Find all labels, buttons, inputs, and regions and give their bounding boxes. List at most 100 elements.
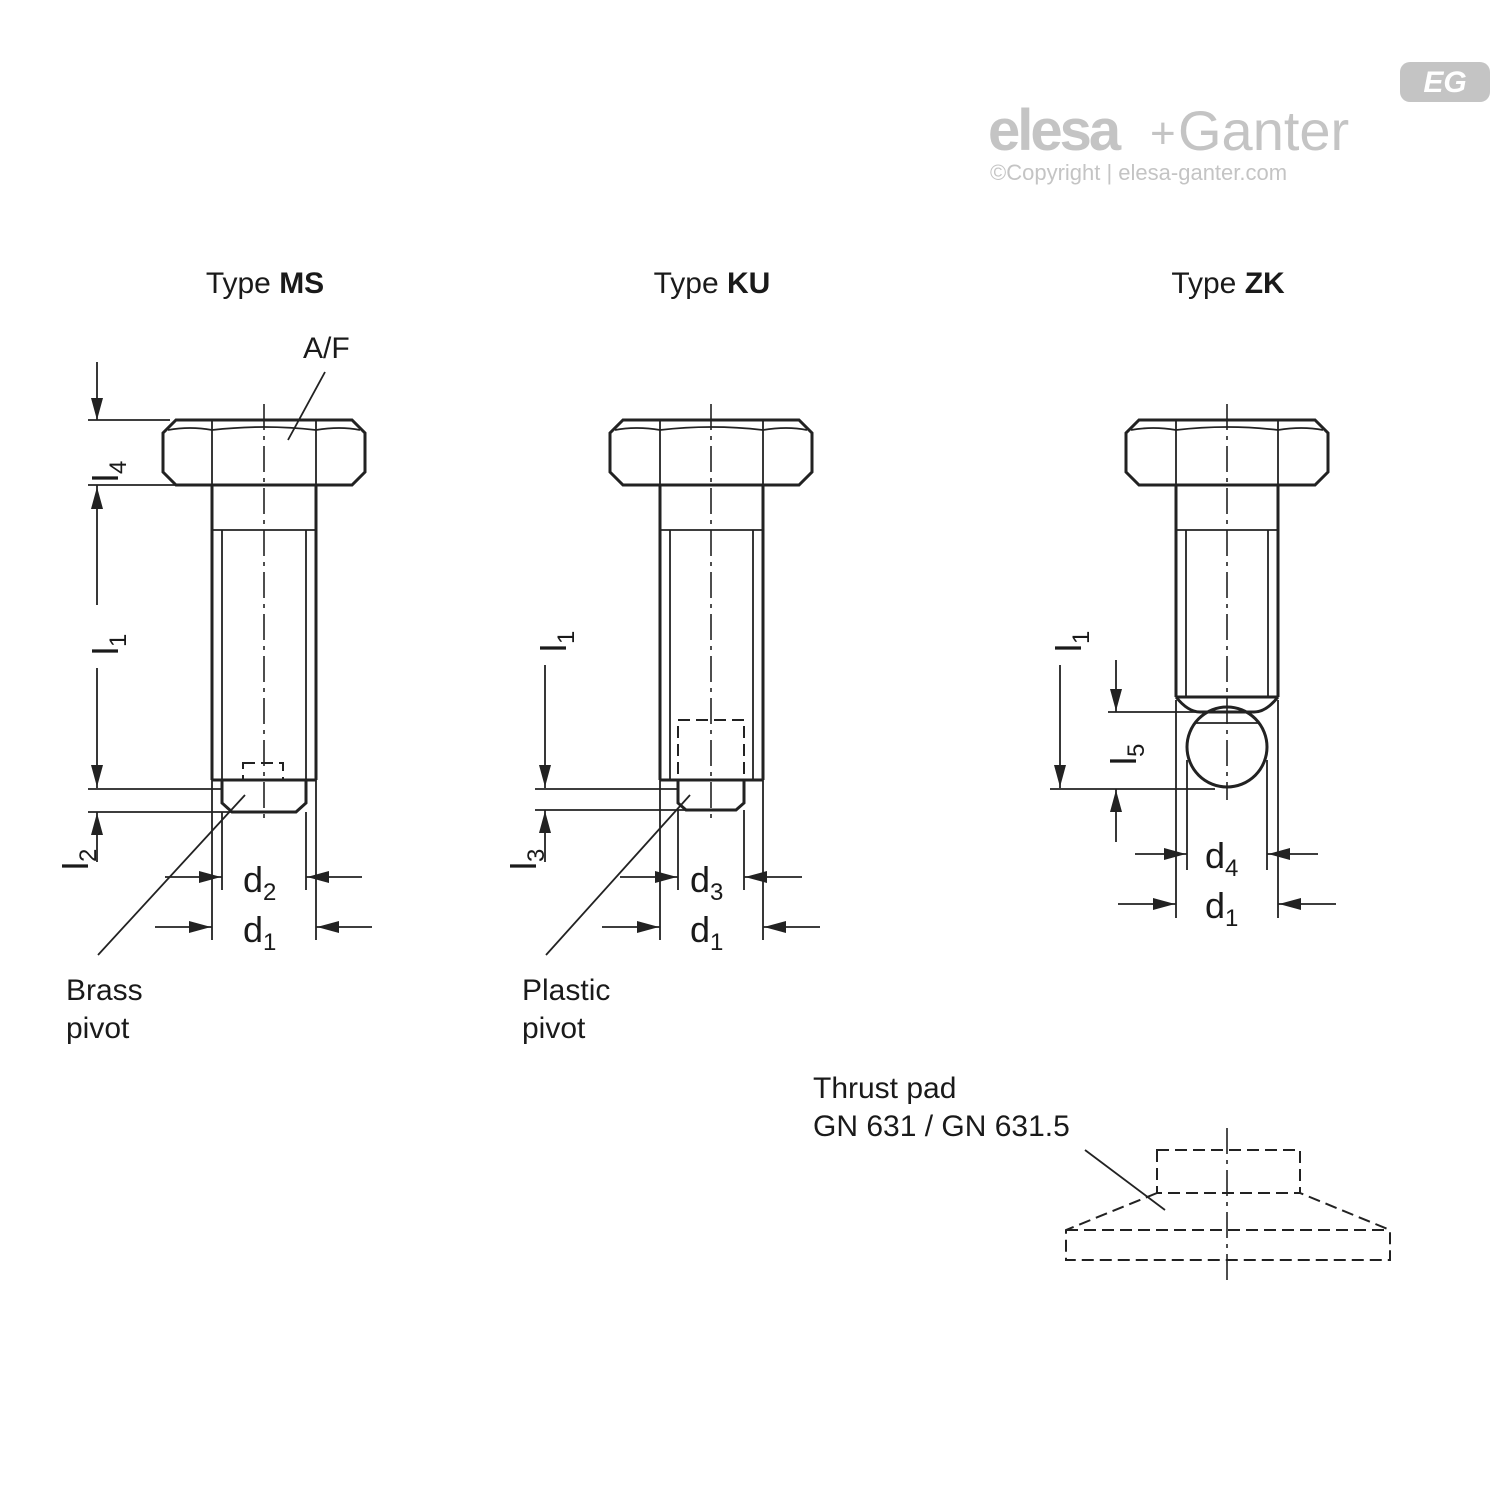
dim-letter: d <box>690 909 710 950</box>
dim-subscript: 1 <box>553 631 580 644</box>
thrust-pad-label: Thrust pad GN 631 / GN 631.5 <box>813 1072 1070 1143</box>
title-type-zk: Type ZK <box>1171 267 1285 300</box>
dim-subscript: 4 <box>1225 855 1238 882</box>
dim-letter: l <box>85 474 126 482</box>
dim-label-d1: d1 <box>690 909 723 956</box>
dim-subscript: 3 <box>523 849 550 862</box>
logo-badge <box>1400 62 1490 102</box>
title-type-ms: Type MS <box>206 267 324 300</box>
arrowhead <box>1164 848 1186 860</box>
brass-leader <box>97 794 246 956</box>
dim-subscript: 2 <box>75 849 102 862</box>
arrowhead <box>1279 898 1301 910</box>
label-line: Thrust pad <box>813 1072 956 1105</box>
arrowhead <box>91 487 103 509</box>
dim-subscript: 2 <box>263 879 276 906</box>
logo-badge-text: EG <box>1423 66 1466 99</box>
dim-letter: l <box>55 862 96 870</box>
hex-head <box>1124 418 1330 487</box>
brass-pivot <box>220 780 308 814</box>
title-code: MS <box>279 267 324 300</box>
dim-label-l1: l1 <box>1048 631 1095 652</box>
dim-subscript: 1 <box>263 929 276 956</box>
dim-label-l4: l4 <box>85 461 132 482</box>
label-line: pivot <box>66 1012 130 1045</box>
dim-label-d3: d3 <box>690 859 723 906</box>
hex-head <box>608 418 814 487</box>
drawing-type-zk: l1 l5 d4 d1 <box>1048 404 1336 932</box>
dim-subscript: 4 <box>105 461 132 474</box>
arrowhead <box>91 813 103 835</box>
dim-subscript: 1 <box>1225 905 1238 932</box>
arrowhead <box>655 871 677 883</box>
dim-subscript: 1 <box>1068 631 1095 644</box>
arrowhead <box>317 921 339 933</box>
dim-label-l3: l3 <box>503 849 550 870</box>
arrowhead <box>539 765 551 787</box>
brass-pivot-label: Brass pivot <box>66 974 143 1045</box>
arrowhead <box>1110 689 1122 711</box>
dim-subscript: 1 <box>710 929 723 956</box>
hex-head <box>161 418 367 487</box>
plastic-pivot-label: Plastic pivot <box>522 974 610 1045</box>
drawing-thrust-pad: Thrust pad GN 631 / GN 631.5 <box>813 1072 1391 1282</box>
plastic-pivot-hidden <box>677 719 745 781</box>
dim-letter: d <box>690 859 710 900</box>
logo-text-elesa: elesa <box>988 98 1122 163</box>
copyright-text: ©Copyright | elesa-ganter.com <box>990 160 1287 185</box>
title-code: KU <box>727 267 770 300</box>
dim-subscript: 5 <box>1123 744 1150 757</box>
dim-label-l2: l2 <box>55 849 102 870</box>
thrust-pad-base <box>1065 1192 1391 1261</box>
label-line: Brass <box>66 974 143 1007</box>
label-line: Plastic <box>522 974 610 1007</box>
brand-logo: EG elesa + Ganter ©Copyright | elesa-gan… <box>988 62 1490 185</box>
drawing-type-ms: A/F l4 l1 l2 d2 d1 <box>55 332 372 1045</box>
dim-label-d2: d2 <box>243 859 276 906</box>
dim-letter: l <box>533 644 574 652</box>
arrowhead <box>199 871 221 883</box>
arrowhead <box>1268 848 1290 860</box>
dim-letter: l <box>1048 644 1089 652</box>
plastic-leader <box>545 794 691 956</box>
dim-subscript: 3 <box>710 879 723 906</box>
label-line: pivot <box>522 1012 586 1045</box>
title-prefix: Type <box>1171 267 1244 300</box>
title-prefix: Type <box>654 267 727 300</box>
arrowhead <box>307 871 329 883</box>
dim-label-d1: d1 <box>1205 885 1238 932</box>
dim-letter: l <box>85 647 126 655</box>
title-prefix: Type <box>206 267 279 300</box>
thrust-pad-leader <box>1084 1149 1166 1211</box>
logo-text-ganter: Ganter <box>1178 99 1349 162</box>
dim-letter: l <box>1103 757 1144 765</box>
dim-letter: d <box>1205 885 1225 926</box>
dim-label-l5: l5 <box>1103 744 1150 765</box>
arrowhead <box>745 871 767 883</box>
dim-label-l1: l1 <box>533 631 580 652</box>
plastic-pivot <box>676 780 746 812</box>
title-type-ku: Type KU <box>654 267 771 300</box>
dim-subscript: 1 <box>105 634 132 647</box>
dim-letter: d <box>243 859 263 900</box>
dim-letter: d <box>1205 835 1225 876</box>
label-line: GN 631 / GN 631.5 <box>813 1110 1070 1143</box>
arrowhead <box>91 765 103 787</box>
arrowhead <box>1054 765 1066 787</box>
dim-label-d4: d4 <box>1205 835 1238 882</box>
arrowhead <box>1110 790 1122 812</box>
arrowhead <box>539 811 551 833</box>
title-code: ZK <box>1245 267 1285 300</box>
arrowhead <box>1153 898 1175 910</box>
arrowhead <box>189 921 211 933</box>
af-label: A/F <box>303 332 350 365</box>
logo-plus: + <box>1150 109 1176 158</box>
arrowhead <box>91 398 103 420</box>
dim-label-d1: d1 <box>243 909 276 956</box>
af-leader <box>287 371 326 441</box>
arrowhead <box>764 921 786 933</box>
thrust-pad-body <box>1156 1149 1301 1194</box>
dim-label-l1: l1 <box>85 634 132 655</box>
